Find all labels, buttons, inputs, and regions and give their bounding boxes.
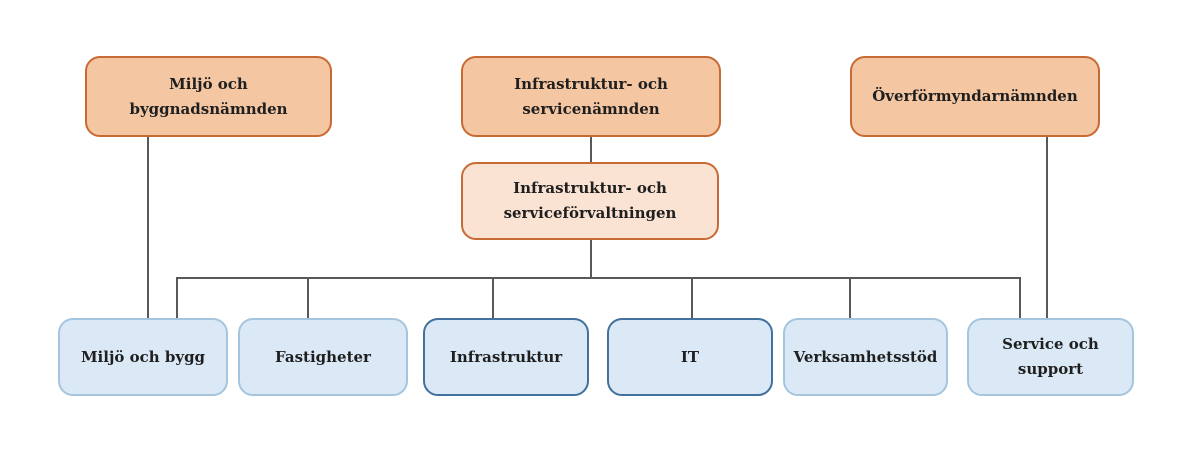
- connector-drop-fastigheter: [307, 277, 309, 318]
- connector-drop-infrastruktur: [492, 277, 494, 318]
- org-box-label: Miljö och byggnadsnämnden: [129, 74, 288, 118]
- org-box-label: Infrastruktur- och serviceförvaltningen: [503, 179, 677, 222]
- org-box-label: Miljö och bygg: [80, 347, 206, 366]
- org-box-miljo-och-byggnadsnamnden: Miljö och byggnadsnämnden: [85, 56, 332, 137]
- org-box-service-och-support: Service och support: [967, 318, 1134, 396]
- connector-forvaltning-to-rail: [590, 240, 592, 278]
- connector-drop-service-och-support: [1019, 277, 1021, 318]
- org-box-label: Överförmyndarnämnden: [872, 87, 1078, 106]
- connector-drop-miljo-och-bygg: [176, 277, 178, 318]
- connector-rail: [176, 277, 1021, 279]
- org-box-infrastruktur-och-serviceforvaltningen: Infrastruktur- och serviceförvaltningen: [461, 162, 719, 240]
- connector-drop-it: [691, 277, 693, 318]
- org-box-fastigheter: Fastigheter: [238, 318, 408, 396]
- org-box-verksamhetsstod: Verksamhetsstöd: [783, 318, 948, 396]
- org-box-label: Verksamhetsstöd: [793, 347, 938, 366]
- org-box-label: Infrastruktur- och servicenämnden: [514, 74, 668, 118]
- org-box-infrastruktur: Infrastruktur: [423, 318, 589, 396]
- connector-miljonamnd-to-miljobygg: [147, 137, 149, 318]
- org-box-label: IT: [680, 347, 700, 366]
- connector-drop-verksamhetsstod: [849, 277, 851, 318]
- org-box-label: Infrastruktur: [449, 347, 563, 366]
- org-box-infrastruktur-och-servicenamnden: Infrastruktur- och servicenämnden: [461, 56, 721, 137]
- org-box-overformyndarnamnden: Överförmyndarnämnden: [850, 56, 1100, 137]
- org-box-it: IT: [607, 318, 773, 396]
- org-box-label: Service och support: [1002, 335, 1099, 378]
- org-box-label: Fastigheter: [275, 347, 371, 366]
- connector-overformyndar-to-service: [1046, 137, 1048, 318]
- org-box-miljo-och-bygg: Miljö och bygg: [58, 318, 228, 396]
- connector-servicenamnd-to-forvaltning: [590, 137, 592, 162]
